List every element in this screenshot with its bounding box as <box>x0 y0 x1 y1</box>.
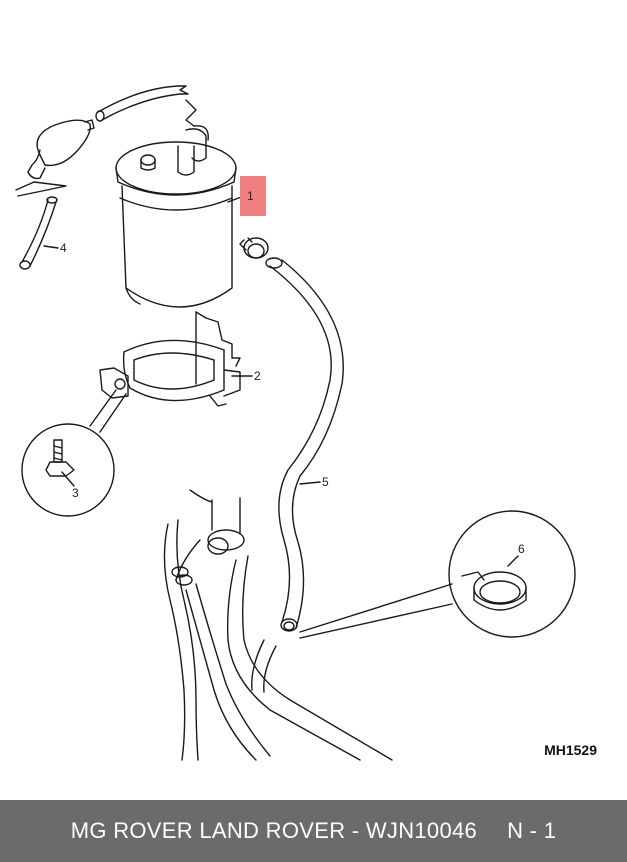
callout-6: 6 <box>518 542 525 556</box>
bolt-detail <box>21 389 127 517</box>
primer-bulb <box>15 119 95 197</box>
footer-part-text: MG ROVER LAND ROVER - WJN10046 <box>70 818 478 843</box>
callout-1: 1 <box>247 189 254 203</box>
mounting-bracket <box>99 311 241 407</box>
hose-clamp-top <box>239 237 269 259</box>
short-hose <box>19 196 58 270</box>
top-hose <box>95 85 197 127</box>
callout-3: 3 <box>72 486 79 500</box>
leader-5 <box>299 481 321 485</box>
callout-5: 5 <box>322 475 329 489</box>
highlight-box <box>240 176 266 216</box>
clamp-detail <box>299 510 576 639</box>
leader-3 <box>61 471 75 487</box>
leader-6 <box>507 555 519 567</box>
diagram-reference-code: MH1529 <box>544 742 597 758</box>
callout-4: 4 <box>60 241 67 255</box>
pipe-assembly <box>163 489 393 761</box>
footer-page-text: N - 1 <box>507 818 557 843</box>
footer-bar: MG ROVER LAND ROVER - WJN10046 N - 1 <box>0 800 627 862</box>
fuel-hose <box>265 257 344 632</box>
leader-4 <box>43 245 59 249</box>
callout-2: 2 <box>254 369 261 383</box>
parts-diagram: 1 2 3 4 5 6 <box>15 85 576 761</box>
fuel-filter <box>115 125 237 308</box>
